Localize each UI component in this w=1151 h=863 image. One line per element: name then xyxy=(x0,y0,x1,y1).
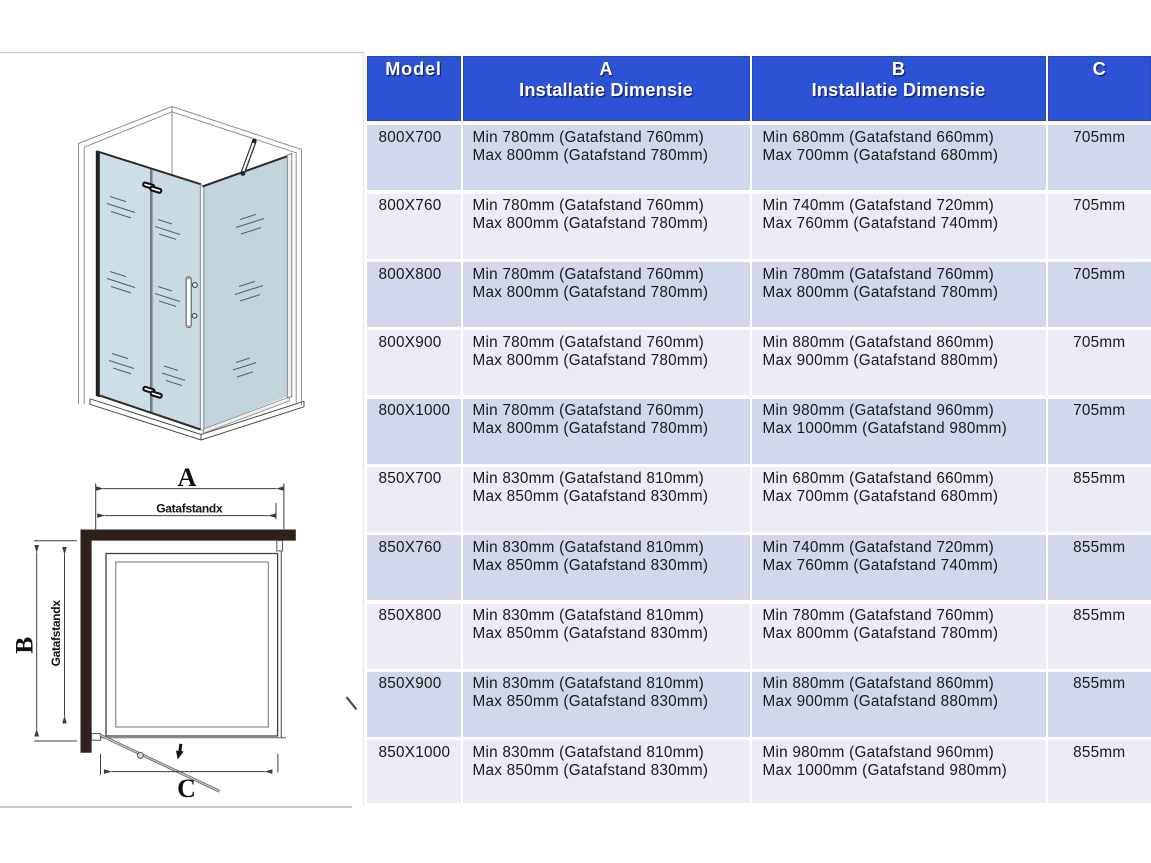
svg-text:C: C xyxy=(177,774,196,803)
svg-text:A: A xyxy=(178,463,197,492)
svg-text:Gatafstandx: Gatafstandx xyxy=(156,502,223,516)
svg-text:B: B xyxy=(10,637,39,654)
svg-text:Gatafstandx: Gatafstandx xyxy=(49,600,63,667)
